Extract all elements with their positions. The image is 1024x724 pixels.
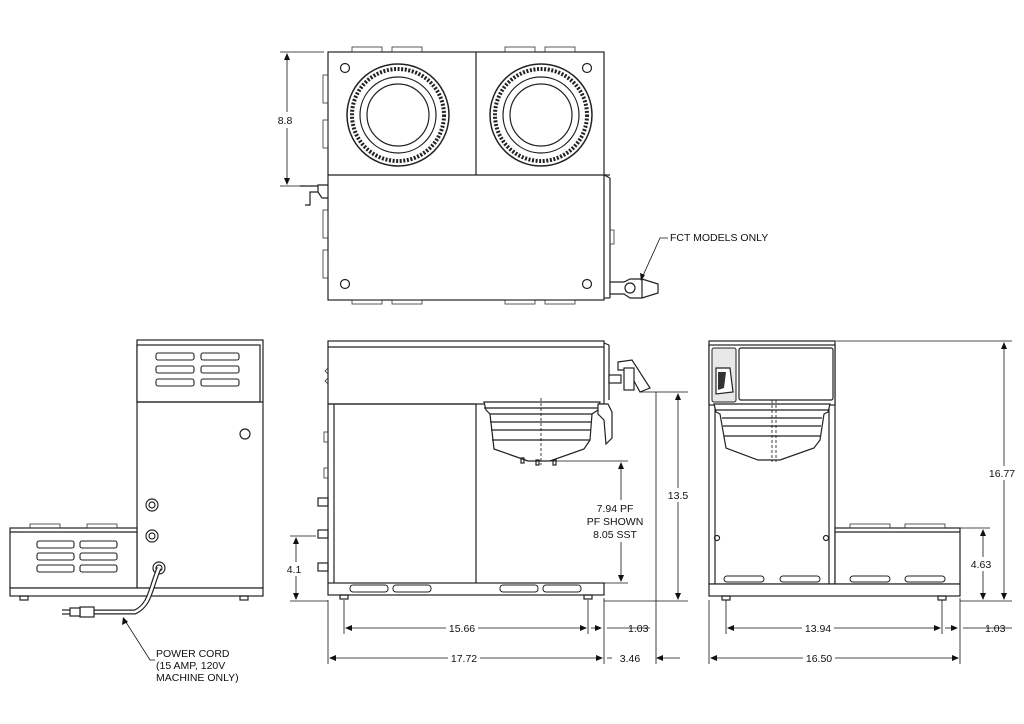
top-view — [300, 46, 659, 305]
dim-label-brew-2: PF SHOWN — [587, 516, 644, 528]
dim-label-foot-offset-back: 1.03 — [985, 623, 1006, 635]
dim-overall-width-side: 17.72 — [327, 600, 603, 665]
fct-callout: FCT MODELS ONLY — [640, 232, 768, 281]
dim-faucet-extension: 3.46 — [607, 392, 680, 665]
dim-label-foot-spacing-side: 15.66 — [449, 623, 475, 635]
dim-foot-offset-back: 1.03 — [945, 598, 1012, 664]
side-view: POWER CORD (15 AMP, 120V MACHINE ONLY) — [9, 339, 264, 684]
dim-inlet-height: 4.1 — [284, 535, 328, 602]
dim-top-depth: 8.8 — [276, 51, 324, 187]
dim-label-warmer-height: 4.63 — [971, 559, 992, 571]
right-warmer-plate — [489, 63, 593, 167]
dim-overall-height-back: 16.77 — [836, 340, 1018, 602]
dim-warmer-height: 4.63 — [960, 527, 997, 600]
power-cord-label-3: MACHINE ONLY) — [156, 672, 239, 684]
brew-funnel-front — [713, 400, 831, 462]
dim-label-foot-spacing-back: 13.94 — [805, 623, 831, 635]
front-view-right — [708, 340, 961, 601]
power-cord-label-1: POWER CORD — [156, 648, 230, 660]
dim-label-foot-offset-side: 1.03 — [628, 623, 649, 635]
dim-overall-height-front: 13.5 — [604, 391, 692, 602]
faucet-front — [608, 359, 651, 393]
brew-funnel — [483, 398, 613, 466]
faucet-top-view — [609, 278, 659, 299]
dim-label-overall-width-back: 16.50 — [806, 653, 832, 665]
fct-callout-text: FCT MODELS ONLY — [670, 232, 768, 244]
dim-foot-spacing-side: 15.66 — [343, 600, 589, 635]
dim-brew-height: 7.94 PF PF SHOWN 8.05 SST — [550, 460, 658, 584]
dim-overall-width-back: 16.50 — [708, 600, 959, 665]
left-warmer-plate — [346, 63, 450, 167]
dim-label-overall-height-back: 16.77 — [989, 468, 1015, 480]
dim-label-brew-1: 7.94 PF — [597, 503, 634, 515]
power-cord — [62, 567, 162, 618]
dim-label-top-depth: 8.8 — [278, 115, 293, 127]
dim-label-faucet-extension: 3.46 — [620, 653, 641, 665]
dim-foot-offset-side: 1.03 — [591, 598, 650, 664]
dim-label-overall-width-side: 17.72 — [451, 653, 477, 665]
dim-label-brew-3: 8.05 SST — [593, 529, 637, 541]
dim-label-inlet-height: 4.1 — [287, 564, 302, 576]
power-cord-label-2: (15 AMP, 120V — [156, 660, 225, 672]
dim-label-overall-height-front: 13.5 — [668, 490, 689, 502]
dim-foot-spacing-back: 13.94 — [725, 600, 943, 635]
front-view — [317, 340, 651, 600]
